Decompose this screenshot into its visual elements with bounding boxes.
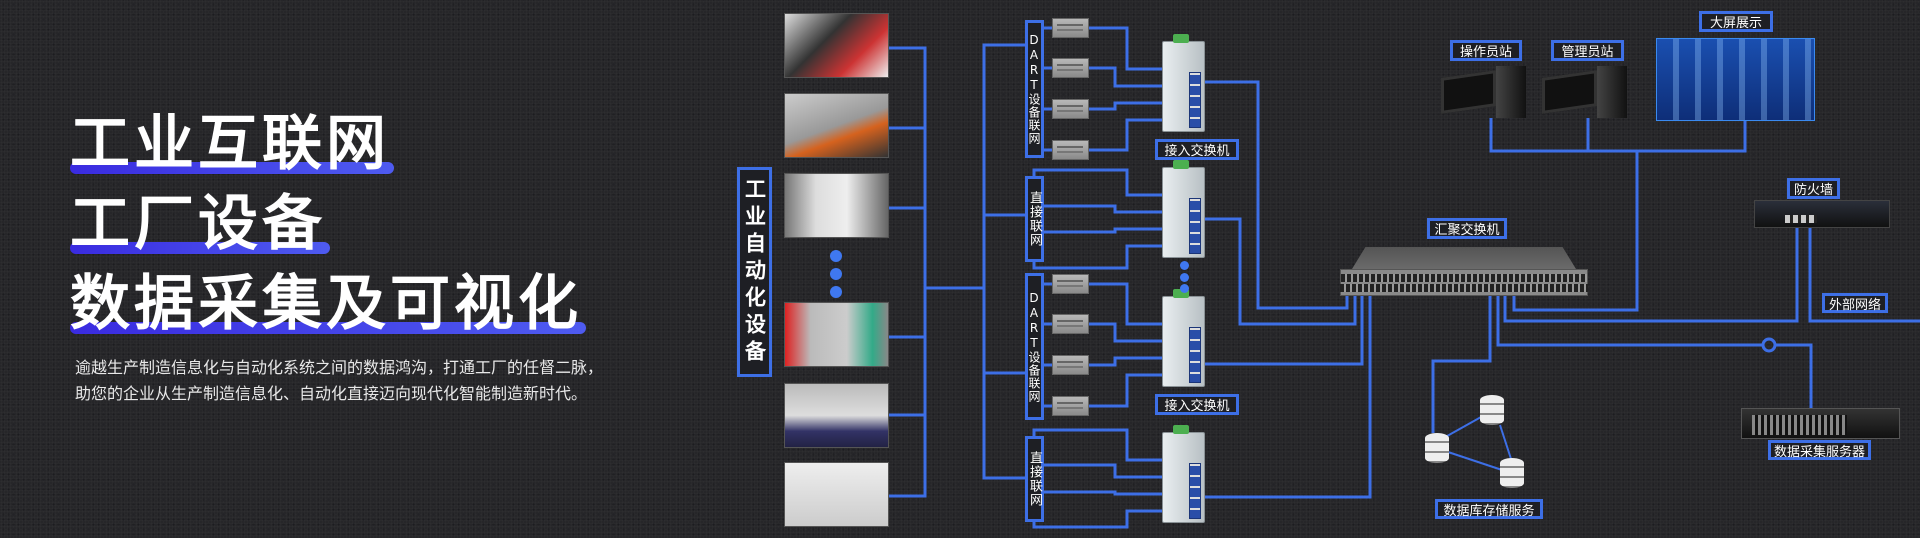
dart-device xyxy=(1052,18,1089,38)
more-dot xyxy=(1180,284,1189,293)
big-screen-label: 大屏展示 xyxy=(1699,11,1773,32)
access-switch xyxy=(1162,425,1205,523)
more-dot xyxy=(1180,261,1189,270)
more-dot xyxy=(1180,273,1189,282)
more-dot xyxy=(830,250,842,262)
headline-line-3: 数据采集及可视化 xyxy=(70,272,586,336)
headline-line-1: 工业互联网 xyxy=(70,112,394,176)
access-switch xyxy=(1162,34,1205,132)
aggregation-switch xyxy=(1340,247,1588,297)
firewall-label: 防火墙 xyxy=(1787,178,1840,199)
group-direct-1: 直接联网 xyxy=(1025,176,1044,262)
firewall-device xyxy=(1754,200,1890,228)
dart-device xyxy=(1052,140,1089,160)
subtitle-line-2: 助您的企业从生产制造信息化、自动化直接迈向现代化智能制造新时代。 xyxy=(75,384,588,403)
group-direct-2: 直接联网 xyxy=(1025,436,1044,522)
headline-line-2: 工厂设备 xyxy=(70,192,330,256)
collection-server xyxy=(1741,408,1900,439)
external-network-label: 外部网络 xyxy=(1822,293,1888,313)
database-storage-label: 数据库存储服务 xyxy=(1435,499,1543,519)
control-cabinet-photo xyxy=(784,302,889,367)
dart-device xyxy=(1052,396,1089,416)
big-screen-display xyxy=(1656,38,1815,121)
access-switch-label: 接入交换机 xyxy=(1155,139,1239,160)
database-icon xyxy=(1480,395,1504,425)
aggregation-switch-label: 汇聚交换机 xyxy=(1427,218,1507,239)
group-dart-2: DART设备联网 xyxy=(1025,273,1044,420)
controller-photo xyxy=(784,383,889,448)
dart-device xyxy=(1052,314,1089,334)
more-dot xyxy=(830,268,842,280)
dart-device xyxy=(1052,355,1089,375)
dart-device xyxy=(1052,58,1089,78)
admin-station-label: 管理员站 xyxy=(1551,40,1624,61)
dart-device xyxy=(1052,99,1089,119)
plc-photo xyxy=(784,13,889,78)
more-dot xyxy=(830,286,842,298)
dart-device xyxy=(1052,274,1089,294)
temperature-controller-photo xyxy=(784,462,889,527)
admin-pc-icon xyxy=(1542,66,1634,118)
equipment-label: 工业自动化设备 xyxy=(737,167,772,377)
collection-server-label: 数据采集服务器 xyxy=(1768,440,1871,460)
database-icon xyxy=(1500,458,1524,488)
database-icon xyxy=(1425,433,1449,463)
group-dart-1: DART设备联网 xyxy=(1025,20,1044,158)
operator-pc-icon xyxy=(1441,66,1533,118)
robot-arm-photo xyxy=(784,93,889,158)
access-switch xyxy=(1162,289,1205,387)
link-loop-icon xyxy=(1761,337,1777,353)
access-switch-label: 接入交换机 xyxy=(1155,394,1239,415)
access-switch xyxy=(1162,160,1205,258)
cnc-machine-photo xyxy=(784,173,889,238)
subtitle-line-1: 逾越生产制造信息化与自动化系统之间的数据鸿沟，打通工厂的任督二脉， xyxy=(75,358,604,377)
operator-station-label: 操作员站 xyxy=(1450,40,1522,61)
